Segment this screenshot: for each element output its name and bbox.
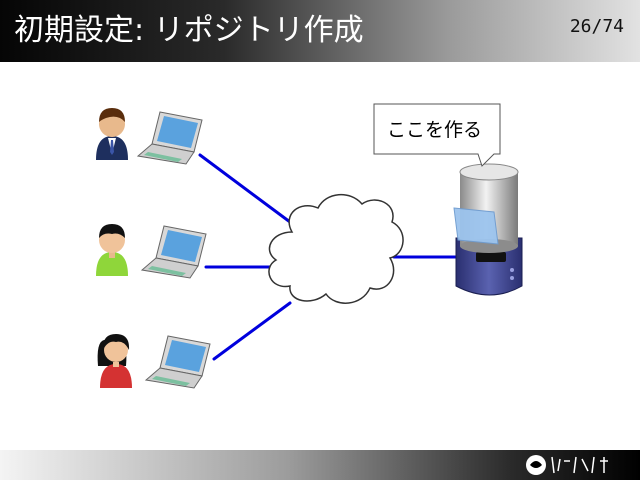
laptop-icon [144,335,211,389]
person-man-icon [96,108,128,160]
connection-lines [198,153,460,361]
server-icon [453,163,523,296]
person-woman-icon [97,334,132,388]
laptop-icon [136,111,203,165]
connection-line-bottom [212,301,292,361]
cloud-icon [268,194,404,304]
laptop-icon [140,225,207,279]
page-number: 26/74 [569,16,624,37]
person-boy-icon [96,224,128,276]
circle-logo-icon [526,455,608,475]
callout-bubble: ここを作る [373,103,501,167]
slide-title: 初期設定: リポジトリ作成 [14,13,364,48]
slide-footer [0,450,640,480]
slide-header: 初期設定: リポジトリ作成 [0,0,640,62]
connection-line-top [198,153,292,224]
callout-label: ここを作る [387,119,482,141]
